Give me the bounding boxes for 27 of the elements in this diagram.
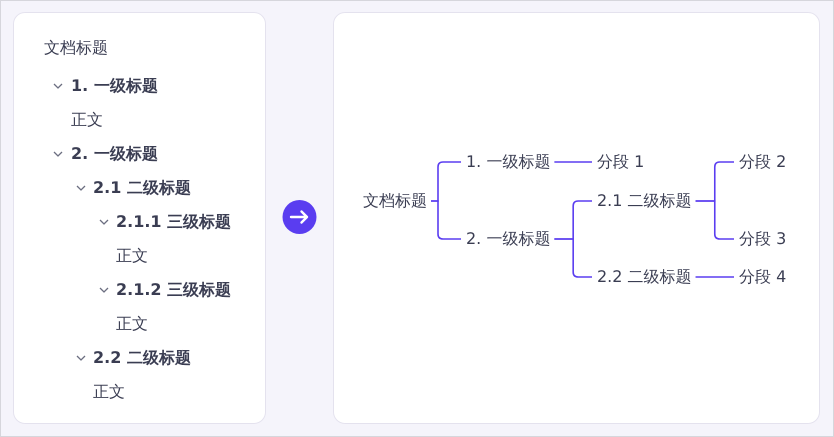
document-title: 文档标题 xyxy=(44,38,108,58)
mind-map-topic: 2.2 二级标题 xyxy=(597,267,692,287)
body-text: 正文 xyxy=(71,110,103,130)
heading-text: 2.2 二级标题 xyxy=(93,348,191,368)
connector-line xyxy=(554,161,592,163)
mind-map-topic: 分段 4 xyxy=(739,267,786,287)
connector-line xyxy=(554,238,592,278)
heading-text: 2.1.2 三级标题 xyxy=(116,280,232,300)
body-text: 正文 xyxy=(116,246,148,266)
mind-map-topic: 分段 1 xyxy=(597,152,644,172)
connector-line xyxy=(431,200,461,240)
body-text: 正文 xyxy=(93,382,125,402)
mind-map-topic: 分段 2 xyxy=(739,152,786,172)
body-text: 正文 xyxy=(116,314,148,334)
card-background xyxy=(13,12,266,424)
heading-text: 2.1.1 三级标题 xyxy=(116,212,232,232)
mind-map-topic: 文档标题 xyxy=(363,191,427,211)
mind-map-topic: 2.1 二级标题 xyxy=(597,191,692,211)
heading-text: 2. 一级标题 xyxy=(71,144,158,164)
connector-line xyxy=(696,200,734,240)
heading-text: 2.1 二级标题 xyxy=(93,178,191,198)
connector-line xyxy=(696,276,734,278)
mind-map-topic: 2. 一级标题 xyxy=(466,229,550,249)
heading-text: 1. 一级标题 xyxy=(71,76,158,96)
mind-map-topic: 1. 一级标题 xyxy=(466,152,550,172)
mind-map-topic: 分段 3 xyxy=(739,229,786,249)
card-background xyxy=(333,12,820,424)
